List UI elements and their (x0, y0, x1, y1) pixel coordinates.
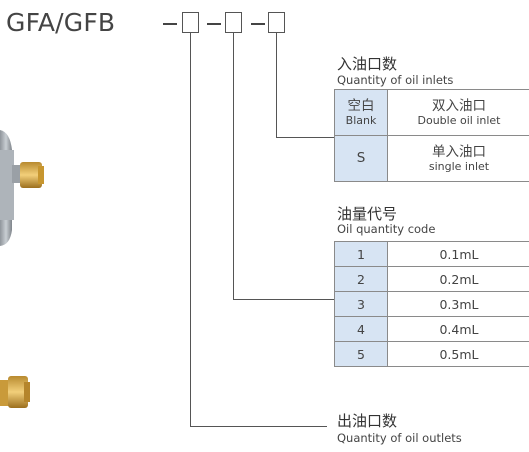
separator-dash (163, 23, 177, 25)
inlet-value-cell: 双入油口 Double oil inlet (387, 89, 529, 136)
leader-line-inlets (276, 33, 277, 137)
oil-code-key: 5 (334, 341, 388, 367)
outlets-title-en: Quantity of oil outlets (337, 431, 462, 445)
oil-code-key: 1 (334, 241, 388, 267)
inlet-key-en: Blank (345, 113, 377, 127)
table-row: 1 0.1mL (334, 241, 529, 267)
leader-line-outlets (190, 33, 191, 426)
inlet-key-cn: 空白 (347, 97, 375, 114)
inlet-value-cn: 双入油口 (432, 97, 486, 114)
separator-dash (207, 23, 221, 25)
oil-code-title-en: Oil quantity code (337, 222, 436, 236)
inlet-key-cell: S (334, 135, 388, 182)
oil-code-value: 0.1mL (387, 241, 529, 267)
inlets-title-cn: 入油口数 (337, 55, 398, 73)
table-row: S 单入油口 single inlet (334, 135, 529, 182)
option-box-inlets (268, 12, 285, 33)
inlet-value-en: Double oil inlet (417, 113, 501, 127)
outlets-title-cn: 出油口数 (337, 412, 398, 430)
inlets-table: 空白 Blank 双入油口 Double oil inlet S 单入油口 si… (334, 89, 529, 182)
oil-code-key: 3 (334, 291, 388, 317)
leader-line-oil-code (233, 33, 234, 299)
oil-code-value: 0.2mL (387, 266, 529, 292)
inlet-key-cn: S (356, 150, 366, 166)
table-row: 4 0.4mL (334, 316, 529, 342)
inlet-value-cn: 单入油口 (432, 143, 486, 160)
option-box-oil-code (225, 12, 242, 33)
inlet-value-cell: 单入油口 single inlet (387, 135, 529, 182)
product-photo (0, 130, 44, 408)
oil-code-value: 0.5mL (387, 341, 529, 367)
table-row: 2 0.2mL (334, 266, 529, 292)
leader-line-oil-code-h (233, 299, 334, 300)
option-box-outlets (182, 12, 199, 33)
oil-code-title-cn: 油量代号 (337, 205, 398, 223)
table-row: 3 0.3mL (334, 291, 529, 317)
model-code: GFA/GFB (6, 8, 116, 37)
separator-dash (251, 23, 265, 25)
table-row: 5 0.5mL (334, 341, 529, 367)
inlets-title-en: Quantity of oil inlets (337, 73, 454, 87)
table-row: 空白 Blank 双入油口 Double oil inlet (334, 89, 529, 136)
inlet-key-cell: 空白 Blank (334, 89, 388, 136)
oil-code-table: 1 0.1mL 2 0.2mL 3 0.3mL 4 0.4mL 5 0.5mL (334, 241, 529, 367)
inlet-value-en: single inlet (428, 159, 490, 173)
oil-code-value: 0.3mL (387, 291, 529, 317)
leader-line-outlets-h (190, 426, 327, 427)
oil-code-value: 0.4mL (387, 316, 529, 342)
oil-code-key: 2 (334, 266, 388, 292)
oil-code-key: 4 (334, 316, 388, 342)
leader-line-inlets-h (276, 137, 334, 138)
